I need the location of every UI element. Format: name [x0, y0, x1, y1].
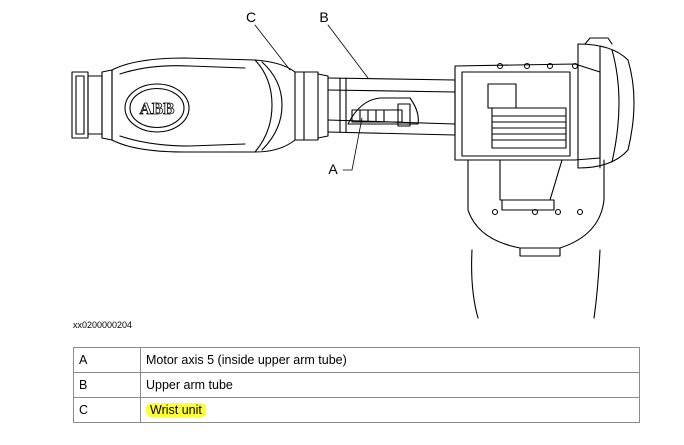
- highlighted-label: Wrist unit: [146, 403, 206, 417]
- lower-bracket: [467, 159, 605, 257]
- legend-label: Motor axis 5 (inside upper arm tube): [140, 347, 640, 373]
- legend-key: A: [73, 347, 141, 373]
- legend-key: B: [73, 372, 141, 398]
- tool-flange: [71, 69, 113, 141]
- arm-housing: [454, 62, 601, 161]
- leader-lines: [254, 24, 369, 171]
- motor-box: [487, 83, 517, 109]
- legend-label: Wrist unit: [140, 397, 640, 423]
- rotation-disk: [577, 37, 635, 169]
- legend-table: A Motor axis 5 (inside upper arm tube) B…: [73, 347, 640, 423]
- wrist-unit: [111, 57, 329, 153]
- legend-key: C: [73, 397, 141, 423]
- robot-arm-drawing: ABB: [71, 9, 635, 319]
- lower-arm: [471, 249, 601, 319]
- legend-label: Upper arm tube: [140, 372, 640, 398]
- upper-arm-tube: [327, 77, 456, 136]
- abb-logo-text: ABB: [140, 99, 175, 118]
- callout-a: A: [328, 161, 338, 177]
- legend-row: C Wrist unit: [73, 397, 640, 423]
- callout-c: C: [246, 9, 256, 25]
- callout-b: B: [319, 9, 328, 25]
- figure-id: xx0200000204: [73, 320, 133, 330]
- legend-row: B Upper arm tube: [73, 372, 640, 398]
- abb-logo-plate: [124, 83, 190, 133]
- legend-row: A Motor axis 5 (inside upper arm tube): [73, 347, 640, 373]
